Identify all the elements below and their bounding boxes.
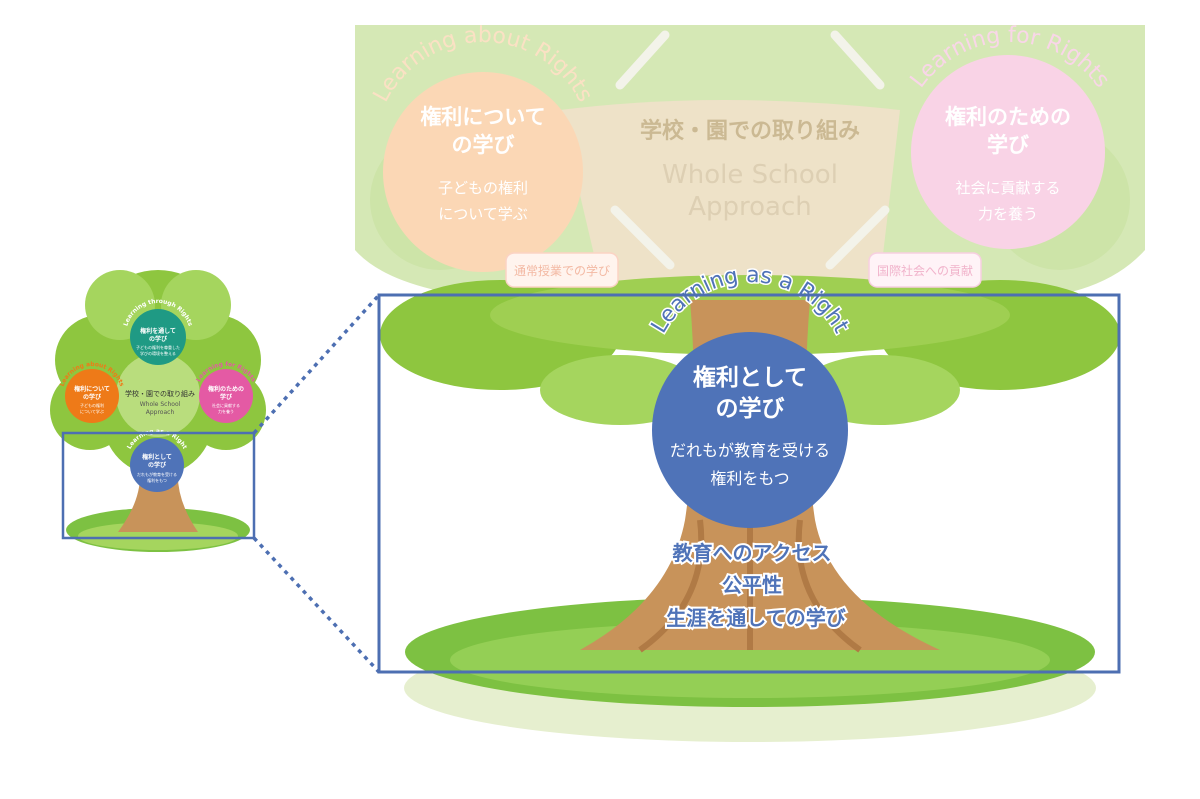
small-about-circle (65, 369, 119, 423)
small-as-desc-1: だれもが教育を受ける (137, 471, 177, 477)
small-center-title: 学校・園での取り組み (125, 389, 195, 398)
small-grass-light (78, 522, 238, 550)
small-center-sub-2: Approach (146, 409, 175, 416)
large-as-title-2: の学び (716, 395, 785, 422)
small-about-title-2: の学び (83, 393, 102, 401)
large-about-desc-2: について学ぶ (438, 205, 528, 223)
large-as-circle (652, 332, 848, 528)
large-as-title-1: 権利として (693, 364, 807, 391)
small-trunk (118, 470, 198, 532)
small-about-desc-2: について学ぶ (80, 408, 104, 414)
small-highlight-frame (61, 431, 256, 540)
small-as-title-2: の学び (148, 461, 167, 469)
large-about-title-1: 権利について (420, 105, 545, 129)
trunk-item-lifelong: 生涯を通しての学び (666, 606, 846, 630)
small-through-desc-1: 子どもの権利を尊重した (136, 344, 180, 350)
large-center-title: 学校・園での取り組み (640, 118, 860, 144)
small-for-desc-2: 力を養う (218, 408, 234, 414)
large-about-desc-1: 子どもの権利 (438, 179, 528, 197)
small-as-circle (130, 438, 184, 492)
small-for-title-1: 権利のための (208, 385, 244, 393)
faded-arrows (610, 30, 890, 270)
large-for-desc-1: 社会に貢献する (955, 179, 1060, 197)
small-about-desc-1: 子どもの権利 (80, 402, 104, 408)
zoom-connector-bottom (252, 536, 381, 674)
tag-left-label: 通常授業での学び (514, 263, 610, 278)
small-for-desc-1: 社会に貢献する (212, 402, 240, 408)
tag-right (868, 252, 982, 288)
trunk-item-access: 教育へのアクセス (673, 541, 832, 565)
large-trunk-roots (638, 519, 862, 653)
small-for-title-2: 学び (220, 393, 233, 401)
small-through-desc-2: 学びの環境を整える (140, 350, 176, 356)
large-tree: Learning about Rights 権利について の学び 子どもの権利 … (355, 23, 1145, 742)
large-center-sub-1: Whole School (662, 160, 838, 190)
small-as-title-1: 権利として (142, 453, 172, 461)
large-as-desc-1: だれもが教育を受ける (670, 441, 830, 460)
tag-right-label: 国際社会への貢献 (877, 263, 973, 278)
large-about-circle (383, 72, 583, 272)
large-center-sub-2: Approach (688, 192, 812, 222)
trunk-item-equity: 公平性 (722, 573, 782, 597)
large-for-desc-2: 力を養う (978, 205, 1038, 223)
small-tree: Learning through Rights 権利を通して の学び 子どもの権… (50, 270, 266, 552)
large-for-circle (911, 55, 1105, 249)
small-center-sub-1: Whole School (140, 401, 181, 408)
tag-left (505, 252, 619, 288)
small-about-title-1: 権利について (74, 385, 110, 393)
large-for-title-1: 権利のための (945, 105, 1071, 129)
large-for-title-2: 学び (987, 133, 1029, 157)
small-through-title-1: 権利を通して (140, 327, 176, 335)
small-as-desc-2: 権利をもつ (147, 477, 167, 483)
large-as-desc-2: 権利をもつ (710, 469, 789, 488)
small-through-circle (130, 309, 186, 365)
zoom-connector-top (252, 293, 381, 435)
large-about-title-2: の学び (452, 133, 515, 157)
small-through-title-2: の学び (149, 335, 168, 343)
small-for-circle (199, 369, 253, 423)
large-highlight-frame (377, 293, 1121, 674)
